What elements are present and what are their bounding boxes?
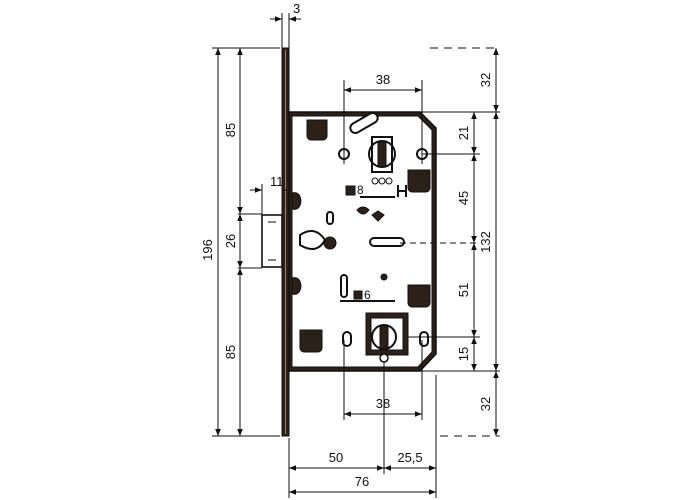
- dimension-labels: 3 196 85 26 85 11 38 38 21 45 51 15 32 1…: [200, 1, 493, 489]
- dim-faceplate-upper: 85: [223, 123, 238, 137]
- faceplate: [281, 47, 290, 437]
- dim-top-offset: 32: [478, 73, 493, 87]
- dim-faceplate-total: 196: [200, 239, 215, 261]
- dim-latch-height: 26: [223, 234, 238, 248]
- dim-mid-upper: 45: [456, 191, 471, 205]
- small-square-lower: [353, 290, 363, 300]
- dim-faceplate-thickness: 3: [293, 1, 300, 16]
- mounting-lug-right-low: [407, 284, 431, 308]
- dim-lower-gap: 15: [456, 347, 471, 361]
- dim-faceplate-lower: 85: [223, 345, 238, 359]
- dim-backset: 50: [329, 450, 343, 465]
- dim-latch-projection: 11: [270, 174, 284, 189]
- dim-body-width: 76: [355, 474, 369, 489]
- dim-bottom-offset: 32: [478, 397, 493, 411]
- lock-body: [288, 111, 437, 372]
- upper-spindle-size: 8: [357, 183, 364, 197]
- latch-bolt: [261, 214, 283, 268]
- dim-top-hole-spacing: 38: [376, 72, 390, 87]
- lower-spindle-size: 6: [364, 288, 371, 302]
- lock-mechanism: [291, 112, 431, 363]
- dim-backset-remainder: 25,5: [397, 450, 422, 465]
- dim-body-height: 132: [478, 231, 493, 253]
- mounting-lug-top-left: [306, 119, 328, 141]
- dim-mid-lower: 51: [456, 283, 471, 297]
- dimension-lines: [212, 13, 500, 498]
- mounting-lug-bottom-left: [299, 329, 323, 353]
- dim-bottom-hole-spacing: 38: [376, 396, 390, 411]
- dim-upper-gap: 21: [456, 126, 471, 140]
- mounting-lug-right-mid: [407, 169, 431, 193]
